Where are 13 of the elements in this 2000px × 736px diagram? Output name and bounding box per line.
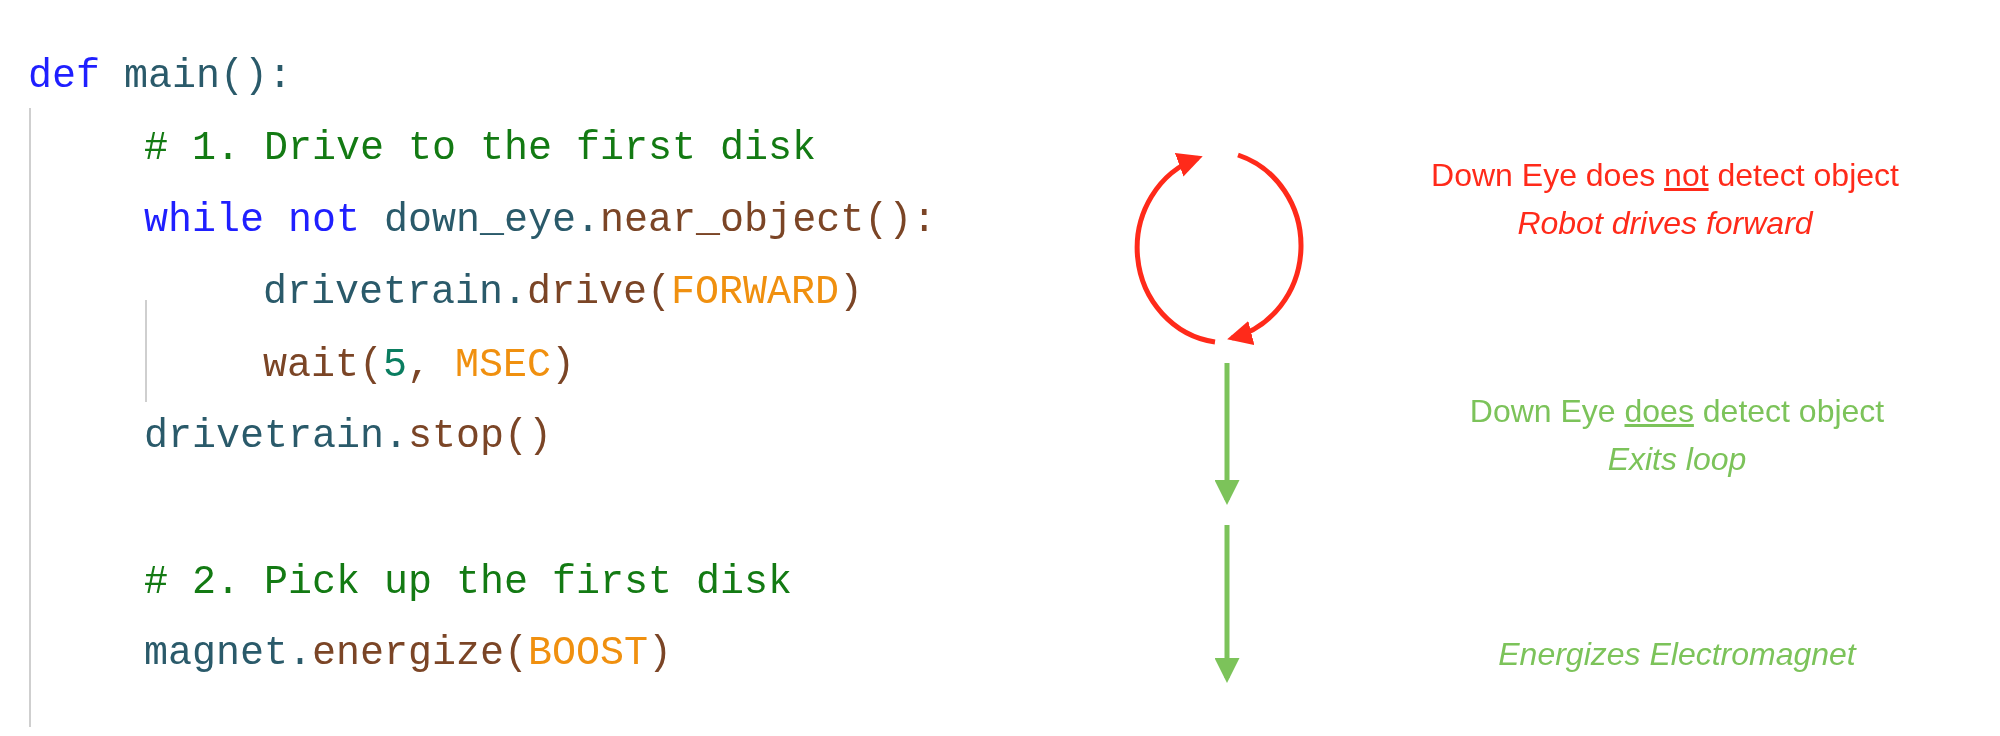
code-line: # 2. Pick up the first disk	[144, 559, 793, 607]
code-line: drivetrain.drive(FORWARD)	[263, 269, 864, 317]
code-line: # 1. Drive to the first disk	[144, 125, 817, 173]
code-line: magnet.energize(BOOST)	[144, 630, 673, 678]
code-line: def main():	[28, 53, 293, 101]
code-line: while not down_eye.near_object():	[144, 197, 937, 245]
annotation-text: Down Eye does detect object	[1468, 392, 1886, 431]
annotation-text: Down Eye does not detect object	[1430, 156, 1900, 195]
annotation-text: Energizes Electromagnet	[1497, 635, 1858, 674]
annotation-text: Robot drives forward	[1516, 204, 1815, 243]
code-line: drivetrain.stop()	[144, 413, 553, 461]
code-line: wait(5, MSEC)	[263, 342, 576, 390]
annotation-text: Exits loop	[1606, 440, 1748, 479]
